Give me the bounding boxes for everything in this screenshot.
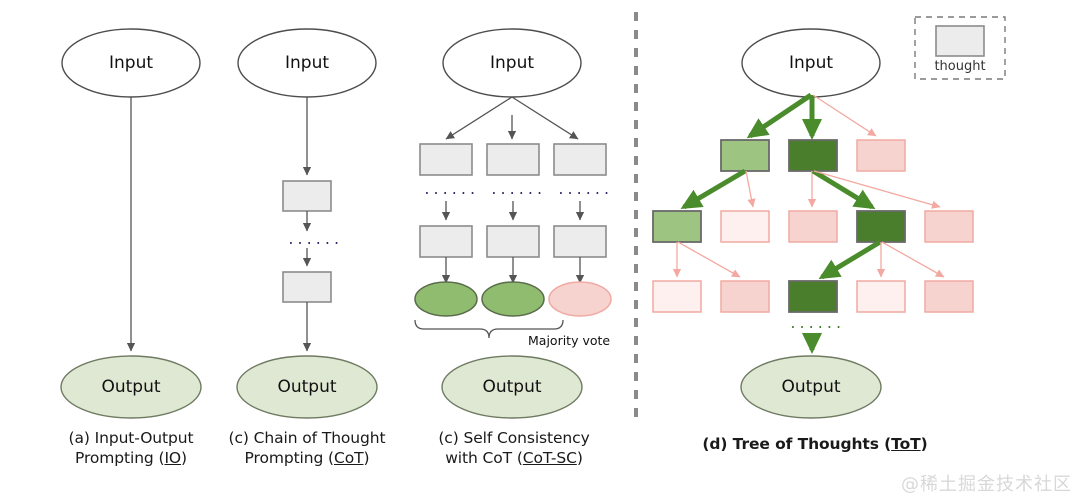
- io-input-node[interactable]: [61, 28, 201, 98]
- sc-input-node[interactable]: [442, 28, 582, 98]
- tot-node-L3N1[interactable]: [652, 280, 702, 313]
- cot-thought-box-1[interactable]: [282, 180, 332, 212]
- caption-sc-line2-pre: with CoT (: [445, 449, 523, 467]
- legend-thought-label: thought: [934, 59, 986, 74]
- tot-node-L2N4[interactable]: [856, 210, 906, 243]
- column-cot-sc: [414, 28, 612, 419]
- caption-io-line1: (a) Input-Output: [68, 429, 194, 447]
- sc-result-ellipse-2[interactable]: [481, 281, 545, 317]
- caption-cot-sc: (c) Self Consistency with CoT (CoT-SC): [411, 428, 617, 468]
- tot-output-node[interactable]: [740, 355, 882, 419]
- tot-input-node[interactable]: [741, 28, 881, 98]
- sc-thought-box-b1-r2[interactable]: [419, 225, 473, 258]
- caption-io-line2-post: ): [181, 449, 187, 467]
- caption-tot-abbr: ToT: [891, 435, 921, 453]
- caption-sc-line2-post: ): [576, 449, 583, 467]
- sc-ellipsis-b1: ......: [423, 183, 478, 198]
- column-tot: [652, 28, 974, 419]
- tot-ellipsis: ......: [789, 317, 844, 332]
- caption-cot-line2-post: ): [363, 449, 370, 467]
- tot-node-L2N1[interactable]: [652, 210, 702, 243]
- caption-cot: (c) Chain of Thought Prompting (CoT): [204, 428, 410, 468]
- tot-node-L3N3[interactable]: [788, 280, 838, 313]
- caption-tot: (d) Tree of Thoughts (ToT): [690, 434, 940, 454]
- cot-output-node[interactable]: [236, 355, 378, 419]
- caption-tot-pre: (d) Tree of Thoughts (: [702, 435, 892, 453]
- tot-node-L1N1[interactable]: [720, 139, 770, 172]
- sc-ellipsis-b3: ......: [557, 183, 612, 198]
- majority-vote-label: Majority vote: [528, 333, 611, 348]
- caption-io: (a) Input-Output Prompting (IO): [31, 428, 231, 468]
- tot-edge-root-to-L1N3: [812, 94, 877, 137]
- sc-output-node[interactable]: [441, 355, 583, 419]
- column-io: [60, 28, 202, 419]
- legend-border: [914, 16, 1006, 80]
- sc-thought-box-b2-r2[interactable]: [486, 225, 540, 258]
- tot-edge-L2N4-to-L3N5: [881, 241, 945, 278]
- io-output-node[interactable]: [60, 355, 202, 419]
- tot-node-L2N3[interactable]: [788, 210, 838, 243]
- tot-node-L2N5[interactable]: [924, 210, 974, 243]
- sc-thought-box-b3-r1[interactable]: [553, 143, 607, 176]
- majority-vote-brace: [414, 319, 564, 339]
- column-cot: [236, 28, 378, 419]
- tot-node-L3N5[interactable]: [924, 280, 974, 313]
- caption-cot-abbr: CoT: [334, 449, 364, 467]
- legend-thought-swatch: [935, 25, 985, 57]
- sc-result-ellipse-3[interactable]: [548, 281, 612, 317]
- tot-edge-root-to-L1N1: [746, 92, 813, 139]
- tot-edge-L1N2-to-L2N5: [813, 170, 941, 209]
- caption-sc-line1: (c) Self Consistency: [438, 429, 590, 447]
- sc-ellipsis-b2: ......: [490, 183, 545, 198]
- sc-arrow-input-to-branch1: [445, 96, 513, 140]
- sc-result-ellipse-1[interactable]: [414, 281, 478, 317]
- sc-arrow-input-to-branch3: [511, 96, 579, 140]
- tot-node-L3N4[interactable]: [856, 280, 906, 313]
- caption-cot-line2-pre: Prompting (: [244, 449, 335, 467]
- tot-node-L1N2[interactable]: [788, 139, 838, 172]
- tot-edge-L1N2-to-L2N4: [811, 168, 876, 210]
- tot-edge-L2N1-to-L3N2: [677, 241, 741, 278]
- sc-thought-box-b1-r1[interactable]: [419, 143, 473, 176]
- caption-tot-post: ): [920, 435, 928, 453]
- caption-cot-line1: (c) Chain of Thought: [228, 429, 386, 447]
- caption-io-abbr: IO: [164, 449, 182, 467]
- cot-input-node[interactable]: [237, 28, 377, 98]
- tot-edge-L1N1-to-L2N1: [680, 168, 747, 210]
- cot-ellipsis: ......: [287, 233, 342, 248]
- tot-node-L3N2[interactable]: [720, 280, 770, 313]
- cot-thought-box-2[interactable]: [282, 271, 332, 303]
- tot-node-L1N3[interactable]: [856, 139, 906, 172]
- tot-node-L2N2[interactable]: [720, 210, 770, 243]
- tot-edge-L2N4-to-L3N3: [818, 239, 882, 280]
- sc-thought-box-b3-r2[interactable]: [553, 225, 607, 258]
- caption-io-line2-pre: Prompting (: [75, 449, 165, 467]
- legend: [914, 16, 1006, 80]
- caption-sc-abbr: CoT-SC: [522, 449, 577, 467]
- sc-thought-box-b2-r1[interactable]: [486, 143, 540, 176]
- watermark: @稀土掘金技术社区: [901, 474, 1072, 495]
- tot-edge-L1N1-to-L2N2: [745, 170, 756, 208]
